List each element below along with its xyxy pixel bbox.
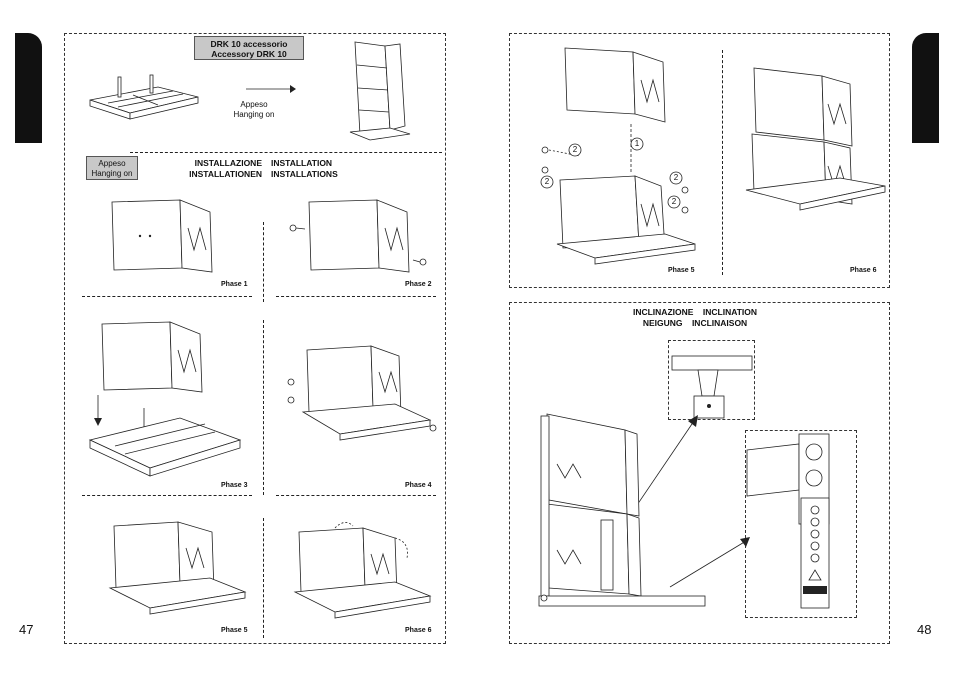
left-page-tab <box>15 33 42 143</box>
phase-6-label: Phase 6 <box>405 627 432 634</box>
phase3-illustration <box>88 321 242 477</box>
callout-2-a: 2 <box>572 145 578 154</box>
phase-1-label: Phase 1 <box>221 281 248 288</box>
inclination-stack-illustration <box>538 413 706 607</box>
phase1-speaker <box>111 199 213 273</box>
appeso-box: Appeso Hanging on <box>86 156 138 180</box>
installation-col2-line2: INSTALLATIONS <box>271 169 338 179</box>
inclination-line1-a: INCLINAZIONE <box>632 307 694 317</box>
callout-1: 1 <box>634 139 640 148</box>
phase-row-divider-3 <box>82 495 252 496</box>
right-top-frame <box>509 33 890 288</box>
installation-col1-line2: INSTALLATIONEN <box>189 169 262 179</box>
accessory-frame-illustration <box>89 74 199 120</box>
inclination-line2-a: NEIGUNG <box>642 318 683 328</box>
inclination-heading: INCLINAZIONE INCLINATION NEIGUNG INCLINA… <box>620 307 770 329</box>
phase5-illustration <box>108 521 247 615</box>
accessory-label: DRK 10 accessorio Accessory DRK 10 <box>194 36 304 60</box>
phase-2-label: Phase 2 <box>405 281 432 288</box>
phase-grid-vline-1 <box>263 222 264 302</box>
callout-2-d: 2 <box>671 197 677 206</box>
accessory-label-line1: DRK 10 accessorio <box>210 39 288 49</box>
top-section-divider <box>130 152 442 153</box>
inclination-line1-b: INCLINATION <box>702 307 758 317</box>
phase-row-divider-4 <box>276 495 436 496</box>
arrow-right-icon <box>246 85 296 93</box>
inclination-line2-b: INCLINAISON <box>691 318 748 328</box>
installation-col2-line1: INSTALLATION <box>271 158 333 168</box>
speaker-stack-illustration <box>349 41 411 141</box>
appeso-top-line2: Hanging on <box>233 110 275 119</box>
left-page-frame <box>64 33 446 644</box>
appeso-box-line2: Hanging on <box>91 169 133 178</box>
detail-frame-lower <box>745 430 857 618</box>
phase5-right-illustration <box>541 47 696 265</box>
phase-row-divider-1 <box>82 296 252 297</box>
page-number-left: 47 <box>19 622 34 637</box>
phase4-illustration <box>287 345 437 441</box>
arrow-to-lower-detail <box>669 537 750 588</box>
phase6-illustration <box>293 522 432 619</box>
accessory-label-line2: Accessory DRK 10 <box>211 49 287 59</box>
page-number-right: 48 <box>917 622 932 637</box>
detail-frame-upper <box>668 340 755 420</box>
appeso-top-label: Appeso Hanging on <box>222 100 286 120</box>
callout-2-c: 2 <box>673 173 679 182</box>
callout-2-b: 2 <box>544 177 550 186</box>
installation-col1-line1: INSTALLAZIONE <box>194 158 262 168</box>
right-page-tab <box>912 33 939 143</box>
upper-detail-illustration <box>671 355 753 419</box>
phase-4-label: Phase 4 <box>405 482 432 489</box>
installation-heading-col2: INSTALLATION INSTALLATIONS <box>271 158 338 180</box>
phase-5-right-label: Phase 5 <box>668 267 695 274</box>
phase-grid-vline-2 <box>263 320 264 495</box>
phase-grid-vline-3 <box>263 518 264 638</box>
lower-detail-illustration <box>746 433 830 609</box>
appeso-box-line1: Appeso <box>98 159 126 168</box>
phase-3-label: Phase 3 <box>221 482 248 489</box>
phase-5-label: Phase 5 <box>221 627 248 634</box>
phase6-right-illustration <box>745 67 886 211</box>
callout-circles <box>540 137 683 209</box>
phase-6-right-label: Phase 6 <box>850 267 877 274</box>
right-bottom-frame <box>509 302 890 644</box>
appeso-top-line1: Appeso <box>240 100 268 109</box>
phase-row-divider-2 <box>276 296 436 297</box>
phase2-speaker <box>289 199 427 273</box>
right-top-divider <box>722 50 723 275</box>
installation-heading-col1: INSTALLAZIONE INSTALLATIONEN <box>180 158 262 180</box>
